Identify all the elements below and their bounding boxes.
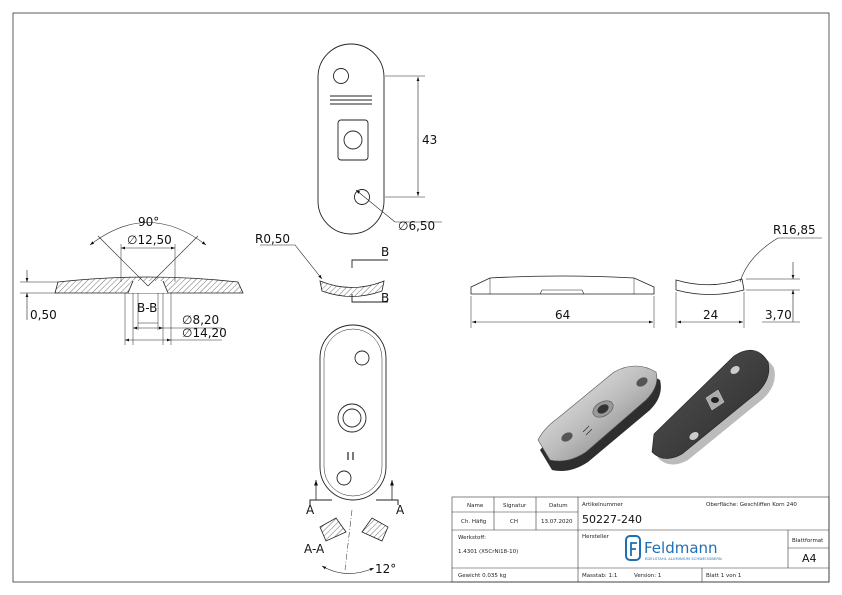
tb-oberflaeche: Oberfläche: Geschliffen Korn 240 [706, 502, 797, 508]
tb-massstab: Masstab: 1:1 [582, 573, 617, 579]
curved-section-view [260, 244, 388, 303]
dim-width-24: 24 [703, 308, 718, 322]
iso-view-top [537, 365, 661, 471]
tb-value-datum: 13.07.2020 [541, 519, 573, 525]
dim-tilt-angle: 12° [375, 562, 396, 576]
logo-subtitle: EDELSTAHL ALUMINIUM SCHWEISSBERN [645, 557, 722, 561]
tb-werkstoff-value: 1.4301 (X5CrNi18-10) [458, 549, 518, 555]
tb-header-name: Name [467, 503, 484, 509]
dim-height-43: 43 [422, 133, 437, 147]
section-label-aa: A-A [304, 542, 325, 556]
feldmann-logo: Feldmann EDELSTAHL ALUMINIUM SCHWEISSBER… [625, 535, 722, 561]
dim-length-64: 64 [555, 308, 570, 322]
dim-height-370: 3,70 [765, 308, 792, 322]
tb-blatt: Blatt 1 von 1 [706, 573, 741, 579]
side-view [470, 275, 655, 328]
dim-hole-820: ∅8,20 [182, 313, 219, 327]
tb-hersteller-label: Hersteller [582, 534, 610, 540]
section-aa-view [319, 509, 389, 574]
tb-artikel-label: Artikelnummer [582, 502, 624, 508]
title-block [451, 496, 830, 583]
tb-blattformat-value: A4 [802, 552, 817, 565]
dim-radius-1685: R16,85 [773, 223, 816, 237]
section-label-bb: B-B [137, 301, 157, 315]
dim-countersink: ∅12,50 [127, 233, 172, 247]
section-marker-b-top: B [381, 245, 389, 259]
tb-header-datum: Datum [549, 503, 568, 509]
sheet-border [12, 12, 830, 583]
dim-hole-650: ∅6,50 [398, 219, 435, 233]
section-bb-view [20, 222, 244, 345]
dim-thickness: 0,50 [30, 308, 57, 322]
tb-artikel-value: 50227-240 [582, 513, 642, 526]
tb-gewicht: Gewicht 0.035 kg [458, 573, 506, 579]
tb-version: Version: 1 [634, 573, 661, 579]
dim-hole-1420: ∅14,20 [182, 326, 227, 340]
logo-text: Feldmann [644, 539, 718, 557]
top-view [317, 43, 442, 235]
dim-angle-90: 90° [138, 215, 159, 229]
dim-radius-050: R0,50 [255, 232, 290, 246]
tb-blattformat-label: Blattformat [792, 538, 824, 544]
iso-view-bottom [651, 349, 775, 465]
section-marker-a-right: A [396, 503, 405, 517]
bottom-view [309, 324, 399, 505]
section-marker-a-left: A [306, 503, 315, 517]
tb-value-name: Ch. Häfig [461, 519, 486, 525]
tb-werkstoff-label: Werkstoff: [458, 535, 486, 541]
end-view [675, 237, 822, 328]
tb-header-signatur: Signatur [503, 503, 527, 509]
section-marker-b-bottom: B [381, 291, 389, 305]
tb-value-signatur: CH [510, 519, 518, 525]
